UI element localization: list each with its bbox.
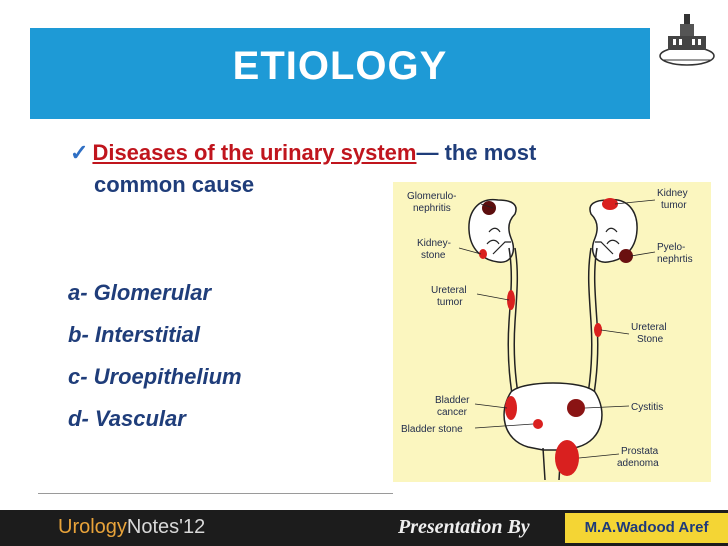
right-kidney (589, 198, 638, 263)
right-ureter-outer (592, 247, 599, 401)
ureteral-tumor-lesion (507, 290, 515, 310)
glomerulo-label-1: Glomerulo- (407, 191, 456, 202)
cystitis-lesion (567, 399, 585, 417)
pyelo-label-1: Pyelo- (657, 242, 685, 253)
bladder-cancer-lesion (505, 396, 517, 420)
list-item: b- Interstitial (68, 322, 201, 347)
ureteral-stone-lesion (594, 323, 602, 337)
bullet-rest: — the most (416, 140, 537, 165)
cystitis-label: Cystitis (631, 402, 663, 413)
kidney-stone-label-1: Kidney- (417, 238, 451, 249)
bladder-stone-label: Bladder stone (401, 424, 463, 435)
ureteral-tumor-label-2: tumor (437, 297, 463, 308)
list-item: a- Glomerular (68, 280, 212, 305)
checkmark-icon: ✓ (70, 140, 89, 165)
list-item: d- Vascular (68, 406, 186, 431)
bladder-cancer-label-1: Bladder (435, 395, 470, 406)
prostate-adenoma-lesion (555, 440, 579, 476)
title-bar: ETIOLOGY (30, 28, 650, 119)
glomerulonephritis-lesion (482, 201, 496, 215)
footer-author: M.A.Wadood Aref (565, 513, 728, 543)
university-logo-icon (657, 8, 717, 68)
main-bullet: ✓Diseases of the urinary system— the mos… (70, 140, 536, 166)
ureteral-tumor-label-1: Ureteral (431, 285, 467, 296)
right-ureter-inner (586, 247, 593, 401)
bullet-highlight: Diseases of the urinary system (92, 140, 417, 165)
urinary-system-diagram: Glomerulo- nephritis Kidney tumor Kidney… (393, 182, 711, 482)
pyelo-label-2: nephrtis (657, 254, 693, 265)
kidney-stone-lesion (479, 249, 487, 259)
slide-title: ETIOLOGY (232, 44, 448, 88)
list-item: c- Uroepithelium (68, 364, 242, 389)
bladder (503, 382, 603, 451)
left-kidney (468, 198, 517, 263)
left-ureter-outer (507, 247, 514, 401)
kidney-stone-label-2: stone (421, 250, 446, 261)
glomerulo-label-2: nephritis (413, 203, 451, 214)
kidney-tumor-label-2: tumor (661, 200, 687, 211)
left-calyces (486, 227, 511, 255)
divider (38, 493, 393, 494)
right-calyces (595, 227, 620, 255)
prostata-label-1: Prostata (621, 446, 659, 457)
footer-brand: UrologyNotes'12 (58, 516, 206, 538)
bladder-stone-lesion (533, 419, 543, 429)
left-ureter-inner (513, 247, 520, 401)
kidney-tumor-lesion (602, 198, 618, 210)
footer-presentation: Presentation By (398, 516, 530, 538)
kidney-tumor-label-1: Kidney (657, 188, 688, 199)
prostata-label-2: adenoma (617, 458, 659, 469)
pyelonephritis-lesion (619, 249, 633, 263)
ureteral-stone-label-2: Stone (637, 334, 664, 345)
footer-bar: UrologyNotes'12 Presentation By M.A.Wado… (0, 510, 728, 546)
bladder-cancer-label-2: cancer (437, 407, 468, 418)
bullet-line2: common cause (94, 172, 255, 197)
ureteral-stone-label-1: Ureteral (631, 322, 667, 333)
